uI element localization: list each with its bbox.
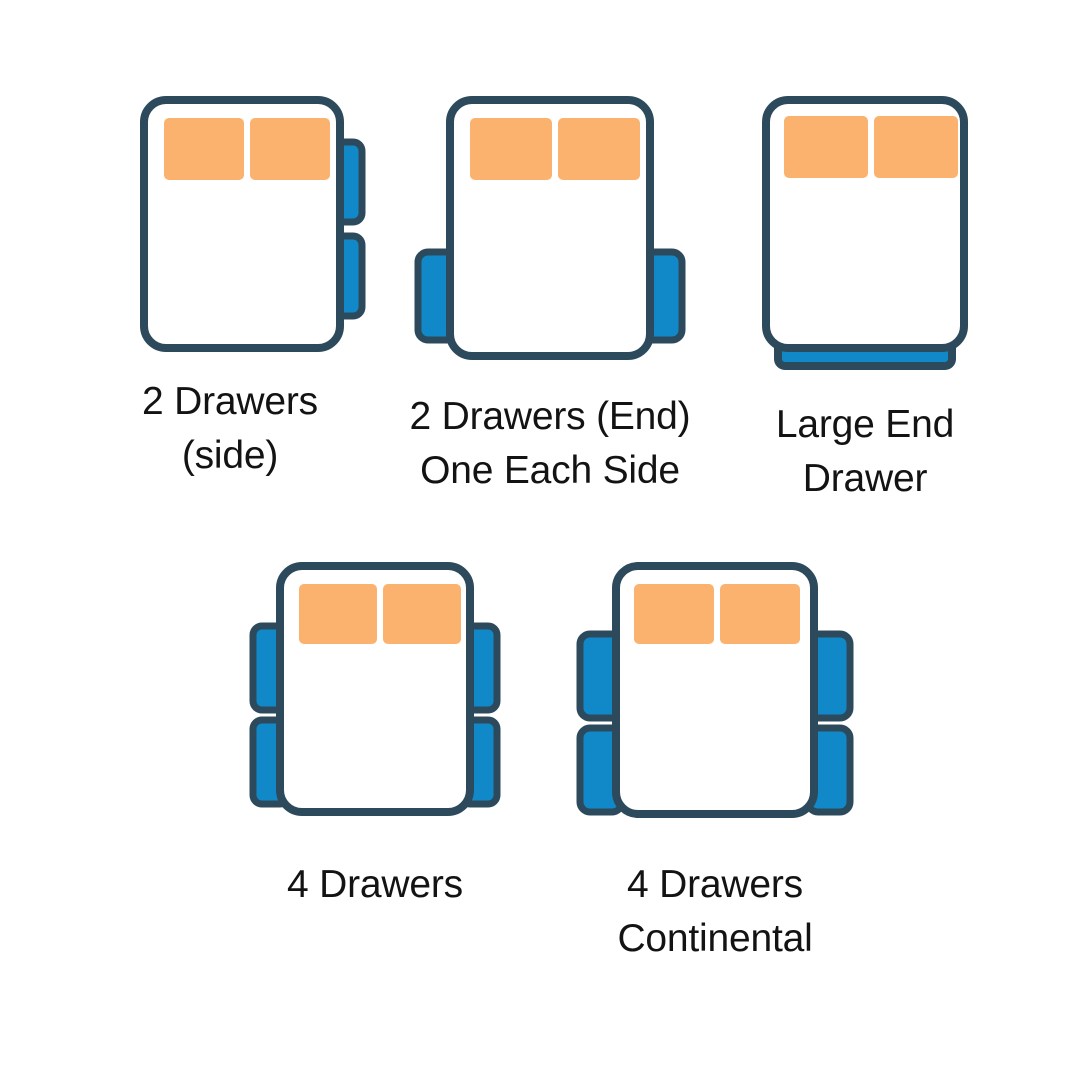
- bed-option-four-drawers[interactable]: 4 Drawers: [215, 552, 535, 912]
- bed-option-label: 2 Drawers (side): [142, 380, 318, 477]
- bed-option-two-drawers-side[interactable]: 2 Drawers (side): [60, 86, 400, 483]
- bed-option-two-drawers-end[interactable]: 2 Drawers (End) One Each Side: [385, 86, 715, 498]
- pillow-left: [299, 584, 377, 644]
- bed-diagram-two-drawers-side: [140, 96, 366, 352]
- pillow-right: [383, 584, 461, 644]
- bed-option-four-drawers-continental[interactable]: 4 Drawers Continental: [565, 552, 865, 966]
- bed-option-label: 4 Drawers Continental: [617, 863, 813, 960]
- bed-option-label: Large End Drawer: [775, 403, 955, 500]
- pillow-left: [164, 118, 244, 180]
- pillow-left: [470, 118, 552, 180]
- bed-diagram-large-end-drawer: [762, 96, 968, 370]
- pillow-left: [784, 116, 868, 178]
- bed-option-label: 2 Drawers (End) One Each Side: [409, 395, 691, 492]
- pillow-right: [558, 118, 640, 180]
- pillow-right: [874, 116, 958, 178]
- bed-diagram-two-drawers-end: [414, 96, 686, 360]
- pillow-right: [250, 118, 330, 180]
- pillow-right: [720, 584, 800, 644]
- bed-diagram-four-drawers: [249, 562, 501, 816]
- bed-option-label: 4 Drawers: [287, 863, 463, 906]
- bed-diagram-four-drawers-continental: [576, 562, 854, 818]
- pillow-left: [634, 584, 714, 644]
- bed-option-large-end-drawer[interactable]: Large End Drawer: [730, 86, 1000, 506]
